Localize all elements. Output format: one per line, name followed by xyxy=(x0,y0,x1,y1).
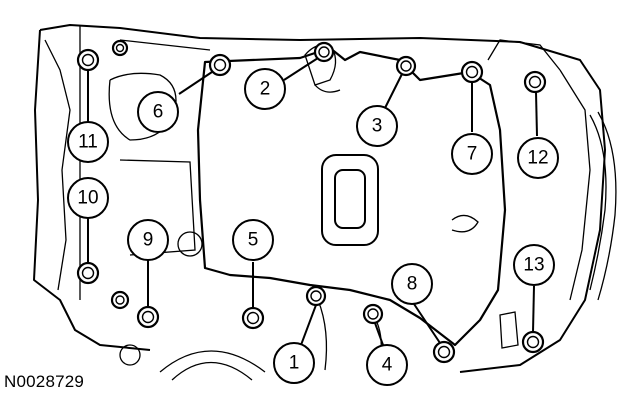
bolt-4 xyxy=(362,303,384,325)
bolt-3 xyxy=(395,55,417,77)
callout-label: 11 xyxy=(78,132,98,153)
callout-4: 4 xyxy=(366,344,408,386)
bolt-extra xyxy=(110,290,130,310)
bolt-5 xyxy=(241,306,265,330)
callout-label: 4 xyxy=(382,355,393,376)
callout-5: 5 xyxy=(232,219,274,261)
figure-id: N0028729 xyxy=(4,372,85,391)
callout-13: 13 xyxy=(513,244,555,286)
callouts: 1 2 3 4 5 6 7 8 9 10 11 12 13 xyxy=(67,68,559,386)
callout-1: 1 xyxy=(273,342,315,384)
callout-label: 13 xyxy=(523,255,544,276)
callout-label: 12 xyxy=(527,148,548,169)
bolt-1 xyxy=(305,285,327,307)
callout-label: 8 xyxy=(407,274,418,295)
callout-6: 6 xyxy=(137,91,179,133)
callout-12: 12 xyxy=(517,137,559,179)
callout-label: 10 xyxy=(77,188,98,209)
bolt-2 xyxy=(313,41,335,63)
callout-11: 11 xyxy=(67,121,109,163)
bolt-10 xyxy=(76,261,100,285)
bolt-11 xyxy=(76,48,100,72)
callout-label: 6 xyxy=(153,102,164,123)
leader-lines xyxy=(87,57,538,346)
bolt-13 xyxy=(521,330,545,354)
bolt-9 xyxy=(136,305,160,329)
callout-10: 10 xyxy=(67,177,109,219)
callout-3: 3 xyxy=(356,105,398,147)
callout-9: 9 xyxy=(127,219,169,261)
bolt-8 xyxy=(432,340,456,364)
bolt-6 xyxy=(208,53,232,77)
bolt-extra-top xyxy=(111,39,129,57)
callout-label: 3 xyxy=(372,116,383,137)
bolt-12 xyxy=(523,70,547,94)
callout-label: 7 xyxy=(467,144,478,165)
callout-7: 7 xyxy=(451,133,493,175)
callout-label: 2 xyxy=(260,79,271,100)
bolt-7 xyxy=(460,60,484,84)
callout-8: 8 xyxy=(391,263,433,305)
callout-label: 9 xyxy=(143,230,154,251)
callout-label: 1 xyxy=(289,353,300,374)
callout-label: 5 xyxy=(248,230,259,251)
callout-2: 2 xyxy=(244,68,286,110)
